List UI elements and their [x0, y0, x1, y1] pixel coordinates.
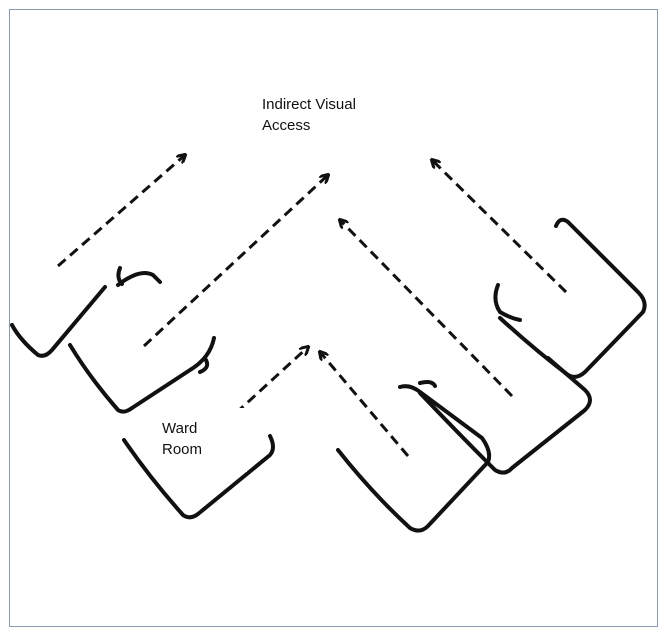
- room-outline-right-1: [418, 283, 592, 475]
- arrow-3: [234, 347, 308, 415]
- arrow-4: [320, 352, 410, 457]
- ward-room-label: Ward Room: [162, 420, 203, 458]
- arrow-6: [432, 160, 568, 294]
- diagram-frame: [9, 9, 658, 627]
- room-outline-2: [68, 266, 216, 414]
- room-outline-right-2: [498, 217, 647, 379]
- arrow-5: [340, 220, 514, 398]
- ward-label-background: [152, 408, 247, 472]
- arrow-2: [142, 175, 328, 348]
- room-outline-center: [336, 380, 492, 533]
- room-outline-ward: [122, 434, 275, 520]
- room-outline-1: [10, 285, 107, 358]
- arrow-1: [57, 155, 185, 268]
- indirect-visual-access-label: Indirect Visual Access: [262, 96, 356, 134]
